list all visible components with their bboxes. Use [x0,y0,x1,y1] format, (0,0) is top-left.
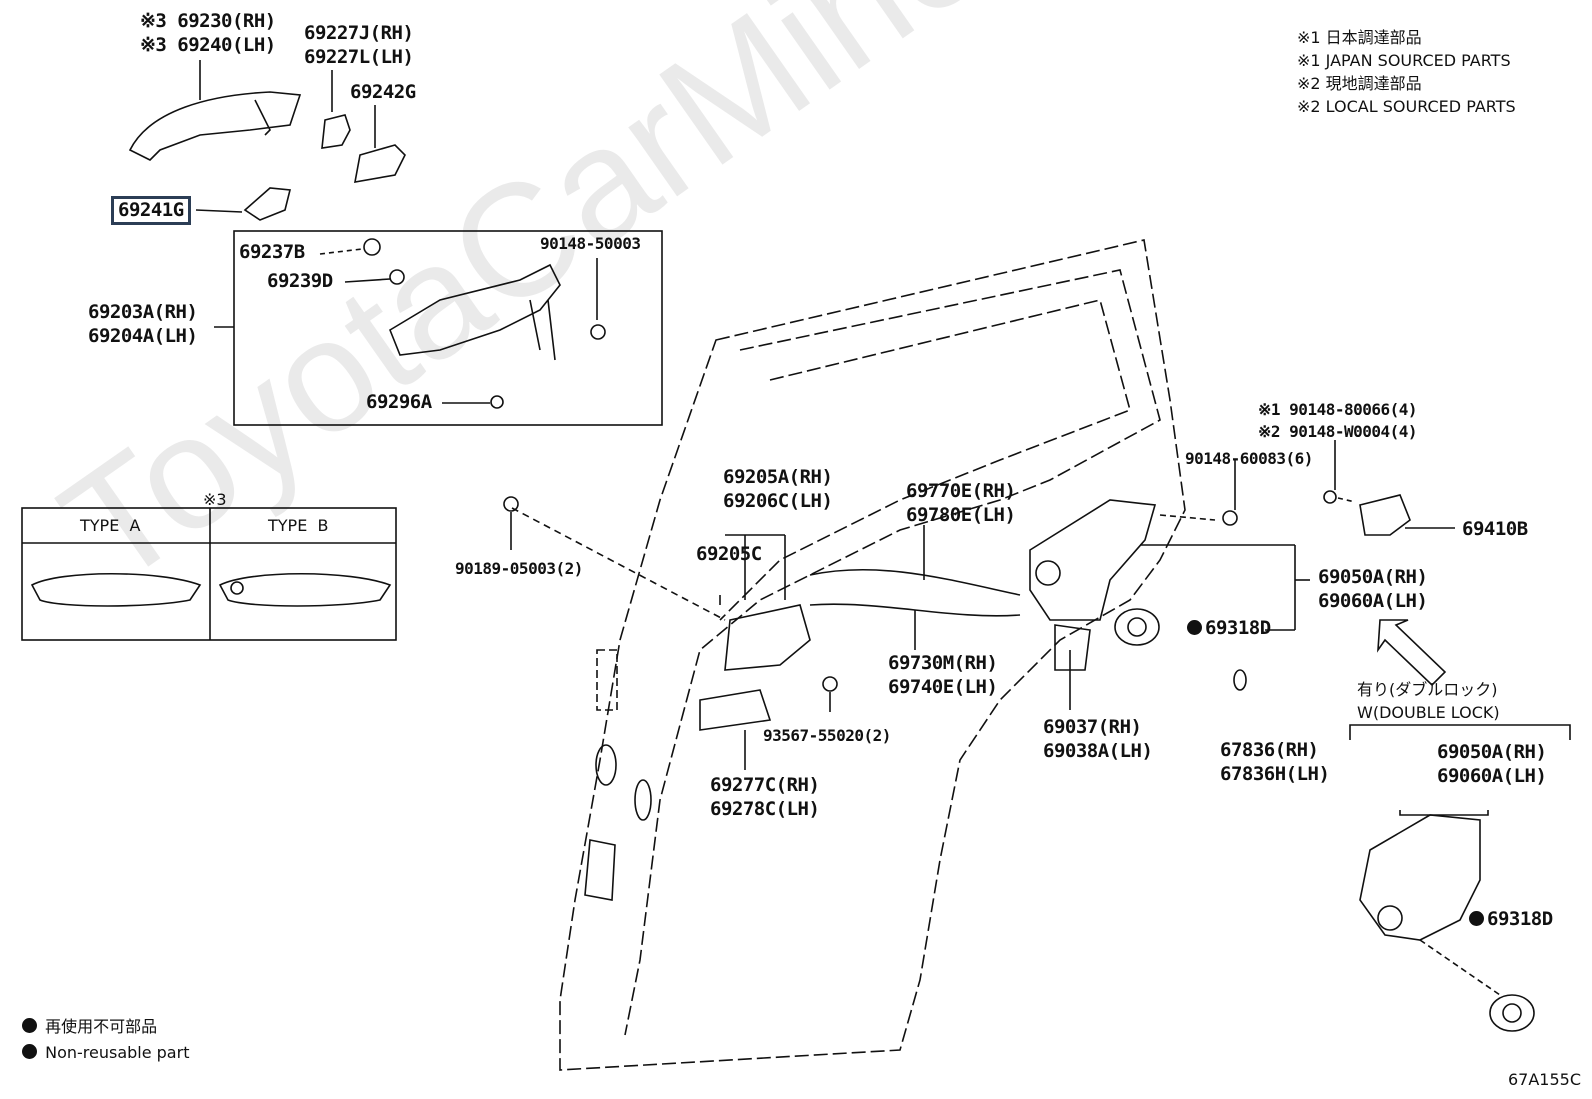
part-69410b[interactable]: 69410B [1462,518,1528,540]
part-93567[interactable]: 93567-55020(2) [763,726,891,745]
part-69277c[interactable]: 69277C(RH) [710,774,820,796]
part-69060a[interactable]: 69060A(LH) [1318,590,1428,612]
part-69230[interactable]: ※3 69230(RH) [140,10,276,32]
part-69206c[interactable]: 69206C(LH) [723,490,833,512]
part-90148-80066[interactable]: ※1 90148-80066(4) [1258,400,1418,419]
double-lock-en: W(DOUBLE LOCK) [1357,703,1500,722]
part-69296a[interactable]: 69296A [366,391,432,413]
striker-drawing [1359,494,1411,536]
type-b-label: TYPE B [268,516,329,535]
part-69241g-highlighted[interactable]: 69241G [111,196,191,225]
part-90148-w0004[interactable]: ※2 90148-W0004(4) [1258,422,1418,441]
part-69050a[interactable]: 69050A(RH) [1318,566,1428,588]
part-69318d[interactable]: 69318D [1187,619,1271,638]
non-reusable-en-text: Non-reusable part [45,1043,190,1062]
double-lock-jp: 有り(ダブルロック) [1357,680,1498,699]
gasket-drawing [243,187,292,221]
handle-frame-drawing [389,263,561,356]
part-69205a[interactable]: 69205A(RH) [723,466,833,488]
part-69770e[interactable]: 69770E(RH) [906,480,1016,502]
type-table-mark: ※3 [203,490,227,509]
part-69780e[interactable]: 69780E(LH) [906,504,1016,526]
part-69730m[interactable]: 69730M(RH) [888,652,998,674]
figure-code: 67A155C [1508,1070,1582,1089]
part-90148-60083[interactable]: 90148-60083(6) [1185,449,1313,468]
part-69204a[interactable]: 69204A(LH) [88,325,198,347]
part-69278c[interactable]: 69278C(LH) [710,798,820,820]
legend-local-sourced: ※2 LOCAL SOURCED PARTS [1297,97,1516,116]
legend-local-jp: ※2 現地調達部品 [1297,74,1422,93]
non-reusable-icon [1469,911,1484,926]
bullet-icon [22,1044,37,1059]
legend-jp-sourced: ※1 日本調達部品 [1297,28,1422,47]
inside-handle-drawing [724,604,811,671]
part-69240[interactable]: ※3 69240(LH) [140,34,276,56]
part-69203a[interactable]: 69203A(RH) [88,301,198,323]
non-reusable-icon [1187,620,1202,635]
type-a-handle [30,572,202,607]
part-69242g[interactable]: 69242G [350,81,416,103]
part-67836[interactable]: 67836(RH) [1220,739,1319,761]
non-reusable-en: Non-reusable part [22,1044,189,1061]
arrow-indicator [1377,619,1447,687]
lock-assembly-drawing [1029,499,1157,621]
part-69740e[interactable]: 69740E(LH) [888,676,998,698]
part-69239d[interactable]: 69239D [267,270,333,292]
non-reusable-jp-text: 再使用不可部品 [45,1017,158,1036]
part-69227j[interactable]: 69227J(RH) [304,22,414,44]
part-69037[interactable]: 69037(RH) [1043,716,1142,738]
cap-drawing [321,114,351,149]
legend-japan-sourced: ※1 JAPAN SOURCED PARTS [1297,51,1511,70]
part-90189[interactable]: 90189-05003(2) [455,559,583,578]
part-69038a[interactable]: 69038A(LH) [1043,740,1153,762]
part-67836h[interactable]: 67836H(LH) [1220,763,1330,785]
part-69318d-text: 69318D [1205,617,1271,639]
outside-handle-drawing [128,91,302,161]
part-69205c[interactable]: 69205C [696,543,762,565]
type-b-handle [218,572,392,607]
non-reusable-jp: 再使用不可部品 [22,1018,157,1035]
pad-drawing [354,144,406,183]
part-69227l[interactable]: 69227L(LH) [304,46,414,68]
type-a-label: TYPE A [80,516,141,535]
part-69050a-double[interactable]: 69050A(RH) [1437,741,1547,763]
washer-drawing [1114,608,1160,646]
part-69060a-double[interactable]: 69060A(LH) [1437,765,1547,787]
double-lock-drawing [1359,814,1481,941]
bullet-icon [22,1018,37,1033]
part-90148-50003[interactable]: 90148-50003 [540,234,641,253]
part-69318d-double[interactable]: 69318D [1469,910,1553,929]
part-69318d-double-text: 69318D [1487,908,1553,930]
frame-box [233,230,663,426]
cable-1 [809,568,1021,596]
door-outline [559,239,1186,1071]
part-69237b[interactable]: 69237B [239,241,305,263]
